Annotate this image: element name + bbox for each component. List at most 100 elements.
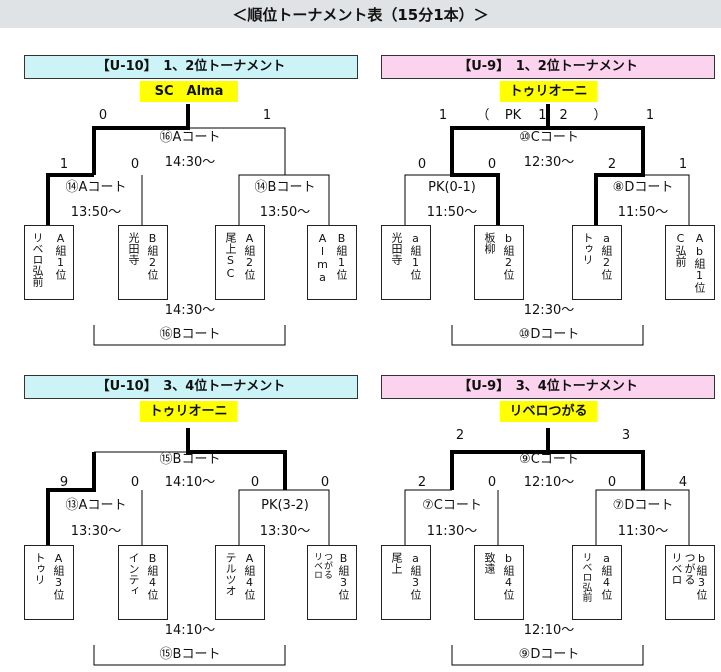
b1-title: 【U-10】 1、2位トーナメント bbox=[24, 55, 358, 79]
b4-final-score-right: 3 bbox=[621, 428, 631, 443]
b2-title: 【U-9】 1、2位トーナメント bbox=[381, 55, 715, 79]
b2-team-1: a組1位 光田寺 bbox=[381, 225, 431, 300]
b2-final-court: ⑩Cコート bbox=[519, 130, 579, 145]
b3-semi-left-court: ⑬Aコート bbox=[65, 498, 127, 513]
b4-semi-right-time: 11:30～ bbox=[617, 524, 669, 539]
b4-line-final-left bbox=[450, 428, 550, 490]
b1-team-4-name: Alma bbox=[316, 232, 329, 284]
b1-team-2-name: 光田寺 bbox=[127, 232, 140, 265]
b2-final-score-left: 1 bbox=[438, 108, 448, 123]
b1-team-4-group: B組1位 bbox=[335, 232, 348, 280]
b4-bottom-time: 12:10～ bbox=[523, 623, 575, 638]
b4-winner: リベロつがる bbox=[500, 401, 597, 422]
b3-team-3-group: A組4位 bbox=[243, 552, 256, 600]
b2-pk-label: PK bbox=[504, 108, 522, 123]
b3-team-1: A組3位 トゥリ bbox=[24, 545, 74, 620]
b2-semi-right-time: 11:50～ bbox=[617, 205, 669, 220]
b4-team-3: a組4位 リベロ弘前 bbox=[572, 545, 622, 620]
b1-team-1-name: リベロ弘前 bbox=[31, 232, 44, 287]
b1-team-3: A組2位 尾上SC bbox=[215, 225, 265, 300]
b1-team-1-group: A組1位 bbox=[54, 232, 67, 280]
b4-team-2-name: 致遠 bbox=[483, 552, 496, 574]
b3-team-4-name: つがる リベロ bbox=[312, 552, 332, 579]
b2-pk-score: 1 2 bbox=[538, 108, 568, 123]
b3-team-3-name: テルツオ bbox=[224, 552, 237, 596]
b2-semi-left-score-left: 0 bbox=[417, 157, 427, 172]
b3-team-2-group: B組4位 bbox=[146, 552, 159, 600]
b3-semi-right-score-right: 0 bbox=[320, 475, 330, 490]
b4-line-semi-right-right bbox=[643, 489, 690, 545]
b4-team-1-name: 尾上 bbox=[390, 552, 403, 574]
b3-line-bottom bbox=[93, 645, 286, 666]
b4-team-2: b組4位 致遠 bbox=[474, 545, 524, 620]
b2-pk-open: （ bbox=[476, 108, 490, 123]
b2-semi-right-score-right: 1 bbox=[678, 157, 688, 172]
b4-final-score-left: 2 bbox=[455, 428, 465, 443]
b4-bottom-court: ⑨Dコート bbox=[518, 647, 580, 662]
b2-team-3-group: a組2位 bbox=[600, 232, 613, 280]
b1-semi-right-court: ⑭Bコート bbox=[254, 180, 316, 195]
b2-line-winner bbox=[546, 104, 645, 225]
b1-team-1: A組1位 リベロ弘前 bbox=[24, 225, 74, 300]
b2-winner: トゥリオーニ bbox=[500, 81, 597, 102]
b1-final-time: 14:30～ bbox=[164, 155, 216, 170]
b2-team-2: b組2位 板柳 bbox=[474, 225, 524, 300]
b2-team-1-group: a組1位 bbox=[409, 232, 422, 280]
b3-line-final-left bbox=[94, 428, 189, 453]
b2-semi-left-score-right: 0 bbox=[487, 157, 497, 172]
b4-semi-right-score-left: 0 bbox=[607, 475, 617, 490]
b2-final-time: 12:30～ bbox=[523, 155, 575, 170]
b2-team-4-name: C弘前 bbox=[674, 232, 687, 267]
b1-team-4: B組1位 Alma bbox=[307, 225, 357, 300]
b4-semi-right-score-right: 4 bbox=[678, 475, 688, 490]
b4-semi-right-court: ⑦Dコート bbox=[612, 498, 674, 513]
b3-team-4-group: B組3位 bbox=[337, 552, 350, 600]
b3-semi-right-court: PK(3-2) bbox=[261, 498, 309, 513]
b4-team-3-group: a組4位 bbox=[600, 552, 613, 600]
b3-team-4: B組3位 つがる リベロ bbox=[307, 545, 357, 620]
b4-team-4-group: b組3位 bbox=[695, 552, 708, 600]
b3-team-2: B組4位 インティ bbox=[118, 545, 168, 620]
b4-line-semi-left-left bbox=[404, 489, 452, 545]
b1-semi-left-court: ⑭Aコート bbox=[65, 180, 127, 195]
b4-line-bottom bbox=[451, 645, 644, 666]
b2-line-semi-right-right bbox=[643, 174, 690, 225]
b2-final-score-right: 1 bbox=[645, 108, 655, 123]
b3-winner: トゥリオーニ bbox=[140, 401, 237, 422]
b1-semi-left-score-left: 1 bbox=[59, 157, 69, 172]
b2-line-bottom bbox=[451, 325, 644, 346]
b1-team-3-name: 尾上SC bbox=[224, 232, 237, 280]
b1-final-score-right: 1 bbox=[262, 108, 272, 123]
b1-team-2: B組2位 光田寺 bbox=[118, 225, 168, 300]
b2-pk-close: ） bbox=[593, 108, 607, 123]
b4-team-1-group: a組3位 bbox=[409, 552, 422, 600]
b3-team-2-name: インティ bbox=[127, 552, 140, 596]
b4-team-3-name: リベロ弘前 bbox=[580, 552, 591, 602]
b2-bottom-time: 12:30～ bbox=[523, 303, 575, 318]
b4-final-time: 12:10～ bbox=[523, 475, 575, 490]
b2-semi-left-court: PK(0-1) bbox=[428, 180, 476, 195]
b3-title: 【U-10】 3、4位トーナメント bbox=[24, 375, 358, 399]
b1-bottom-court: ⑯Bコート bbox=[159, 327, 221, 342]
b4-semi-left-court: ⑦Cコート bbox=[422, 498, 482, 513]
b4-semi-left-score-right: 0 bbox=[487, 475, 497, 490]
b1-semi-left-score-right: 0 bbox=[130, 157, 140, 172]
b1-team-2-group: B組2位 bbox=[146, 232, 159, 280]
b2-team-3-name: トゥリ bbox=[581, 232, 594, 265]
b2-line-final-left bbox=[450, 126, 548, 225]
b3-semi-left-score-left: 9 bbox=[59, 475, 69, 490]
b3-bottom-time: 14:10～ bbox=[164, 623, 216, 638]
page-header: ＜順位トーナメント表（15分1本）＞ bbox=[0, 0, 721, 28]
b3-line-winner bbox=[46, 452, 96, 545]
b1-semi-right-time: 13:50～ bbox=[259, 205, 311, 220]
b1-bottom-time: 14:30～ bbox=[164, 303, 216, 318]
b1-line-final-left bbox=[92, 104, 190, 175]
b1-winner: SC Alma bbox=[140, 81, 238, 102]
b4-final-court: ⑨Cコート bbox=[519, 452, 579, 467]
b2-team-4-group: Ab組1位 bbox=[693, 232, 706, 293]
b1-line-semi-left-left bbox=[46, 173, 94, 225]
b3-line-final-right bbox=[186, 428, 287, 490]
b3-team-1-name: トゥリ bbox=[33, 552, 46, 585]
b2-team-2-group: b組2位 bbox=[502, 232, 515, 280]
